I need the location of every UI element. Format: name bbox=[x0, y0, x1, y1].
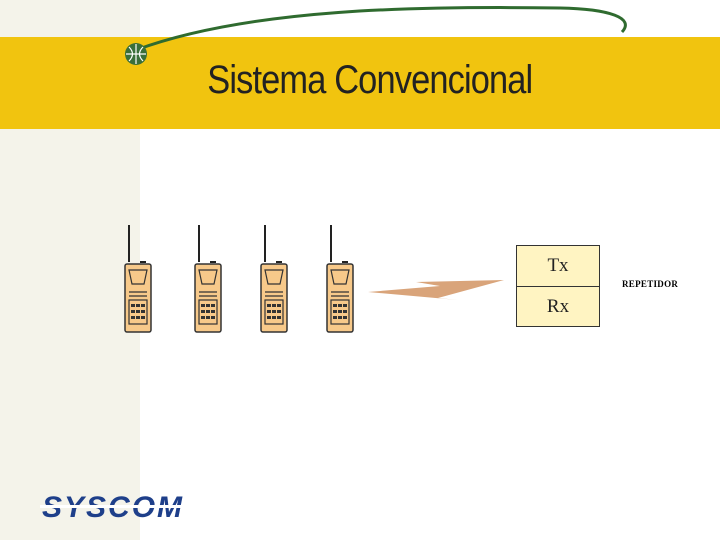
handheld-radios bbox=[120, 220, 370, 340]
radio-4 bbox=[326, 225, 354, 333]
repeater-box: Tx Rx bbox=[516, 245, 600, 327]
globe-icon bbox=[125, 43, 147, 65]
signal-bolt-icon bbox=[368, 280, 504, 300]
slide-title: Sistema Convencional bbox=[207, 58, 533, 102]
rx-label: Rx bbox=[546, 296, 570, 317]
title-bar bbox=[0, 37, 720, 129]
syscom-logo: SYSCOM bbox=[40, 492, 215, 522]
radio-1 bbox=[124, 225, 152, 333]
repeater-label: REPETIDOR bbox=[622, 279, 679, 289]
radio-3 bbox=[260, 225, 288, 333]
radio-2 bbox=[194, 225, 222, 333]
tx-label: Tx bbox=[517, 246, 599, 287]
